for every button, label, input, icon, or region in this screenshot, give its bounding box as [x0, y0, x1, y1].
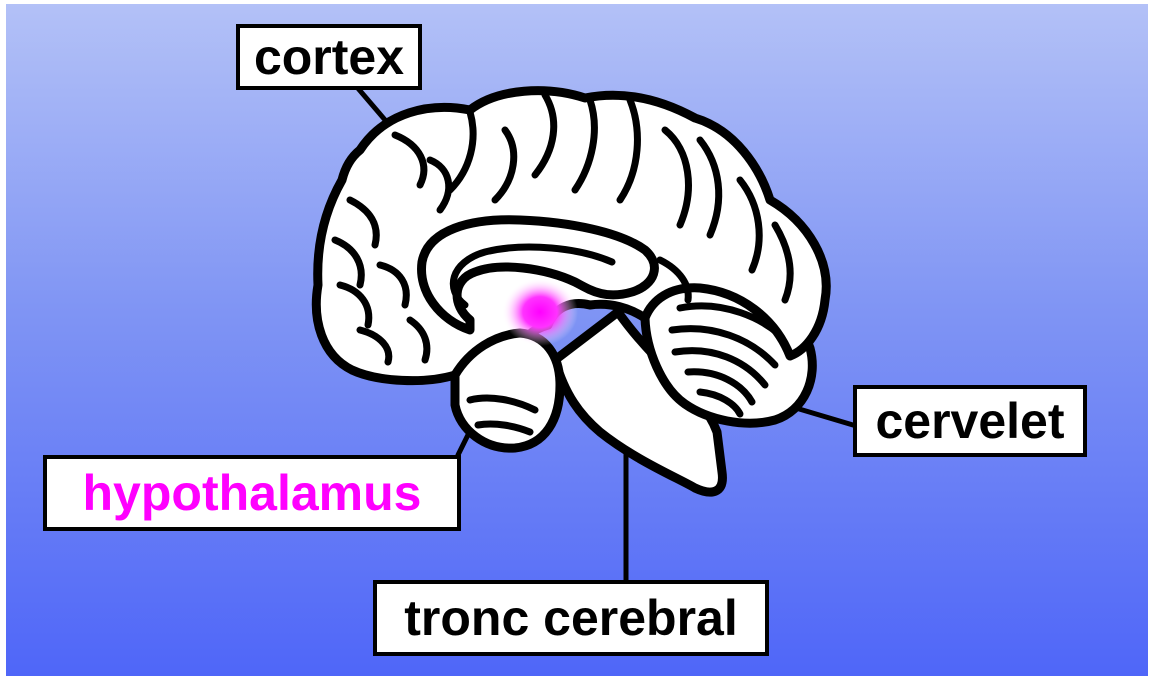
label-tronc-cerebral: tronc cerebral — [373, 580, 769, 656]
label-hypothalamus-text: hypothalamus — [83, 468, 422, 518]
label-cortex-text: cortex — [254, 32, 404, 82]
hypothalamus-highlight — [502, 278, 578, 346]
label-cortex: cortex — [236, 24, 422, 90]
temporal-lobe — [455, 333, 560, 448]
label-hypothalamus: hypothalamus — [43, 455, 461, 531]
label-tronc-cerebral-text: tronc cerebral — [404, 593, 737, 643]
label-cervelet-text: cervelet — [875, 396, 1064, 446]
label-cervelet: cervelet — [853, 385, 1087, 457]
